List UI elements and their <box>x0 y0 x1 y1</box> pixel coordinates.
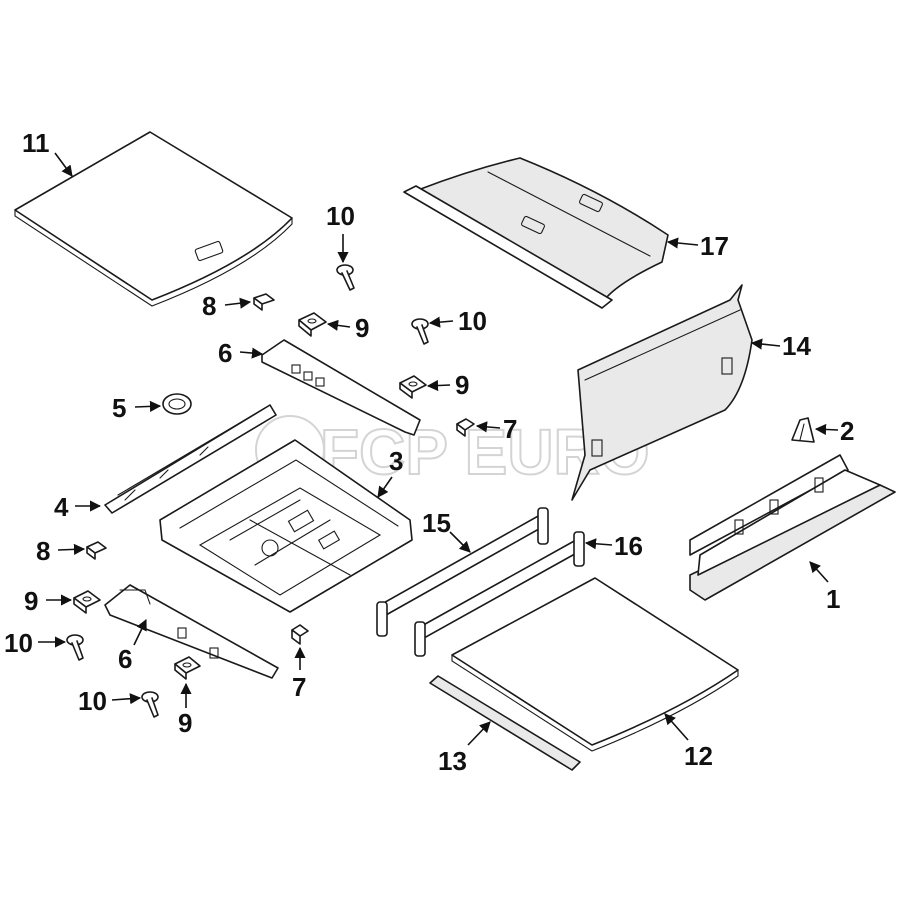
callout-6-upper: 6 <box>218 338 232 368</box>
part-5-plug <box>162 393 192 415</box>
part-9b-nut <box>399 375 427 399</box>
callout-2: 2 <box>840 416 854 446</box>
part-10a-bolt <box>336 264 355 291</box>
part-9c-nut <box>73 590 101 614</box>
callout-10-top: 10 <box>326 201 355 231</box>
callout-9-mid: 9 <box>455 370 469 400</box>
callouts: 11 10 8 9 10 6 9 5 7 3 4 8 9 <box>4 128 854 776</box>
part-10c-bolt <box>66 634 84 661</box>
part-11-cargo-cover <box>14 131 293 307</box>
callout-16: 16 <box>614 531 643 561</box>
callout-13: 13 <box>438 746 467 776</box>
part-7b-clip <box>291 624 309 645</box>
part-6b-bracket <box>104 584 279 679</box>
callout-7-top: 7 <box>503 414 517 444</box>
callout-15: 15 <box>422 508 451 538</box>
part-9a-nut <box>298 312 327 337</box>
callout-8-lower: 8 <box>36 536 50 566</box>
part-16-rail <box>414 531 585 657</box>
part-13-edge-strip <box>429 675 581 771</box>
callout-6-lower: 6 <box>118 644 132 674</box>
part-17-luggage-cover <box>403 157 669 309</box>
part-10d-bolt <box>141 691 159 718</box>
callout-10-lower-left: 10 <box>4 628 33 658</box>
callout-9-top: 9 <box>355 313 369 343</box>
callout-4: 4 <box>54 492 69 522</box>
callout-8-top: 8 <box>202 291 216 321</box>
callout-14: 14 <box>782 331 811 361</box>
callout-5: 5 <box>112 393 126 423</box>
part-2-clip <box>791 417 815 443</box>
part-7a-clip <box>456 418 475 437</box>
part-12-floor-panel <box>451 577 739 752</box>
part-10b-bolt <box>411 318 429 345</box>
part-15-rail <box>376 507 549 637</box>
callout-1: 1 <box>826 584 840 614</box>
part-14-partition <box>571 284 753 501</box>
callout-12: 12 <box>684 741 713 771</box>
callout-9-lowest: 9 <box>178 708 192 738</box>
callout-7-lower: 7 <box>292 672 306 702</box>
part-8b-clip <box>86 541 107 560</box>
callout-10-mid: 10 <box>458 306 487 336</box>
part-9d-nut <box>174 656 201 680</box>
callout-3: 3 <box>389 446 403 476</box>
callout-11: 11 <box>22 128 50 158</box>
part-6a-bracket <box>261 339 421 436</box>
part-1-sill-trim <box>689 454 896 601</box>
callout-10-lower: 10 <box>78 686 107 716</box>
callout-17: 17 <box>700 231 729 261</box>
part-3-floor-pan <box>159 439 413 613</box>
part-4-bracket <box>104 404 277 514</box>
part-8a-clip <box>253 293 275 311</box>
callout-9-lower-left: 9 <box>24 586 38 616</box>
